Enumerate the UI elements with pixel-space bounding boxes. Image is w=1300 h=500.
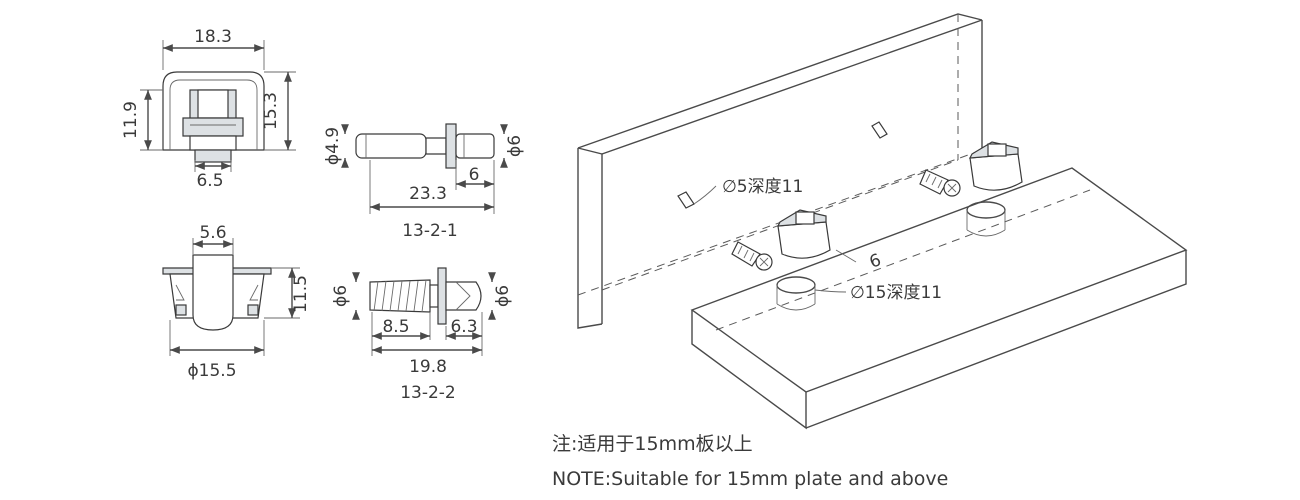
part-code-13-2-1: 13-2-1 bbox=[402, 221, 458, 241]
dim-cam-bottom: 6.5 bbox=[195, 162, 231, 191]
annot-large-hole: ∅15深度11 bbox=[814, 283, 942, 303]
annot-large-hole-label: ∅15深度11 bbox=[850, 283, 942, 303]
annot-small-hole: ∅5深度11 bbox=[693, 177, 803, 205]
dim-side-height: 11.5 bbox=[288, 268, 311, 318]
dim-bolt2-dia-left-label: ϕ6 bbox=[331, 285, 351, 307]
dim-cam-height-right: 15.3 bbox=[261, 72, 292, 150]
dim-cam-height-right-label: 15.3 bbox=[261, 92, 281, 130]
dim-side-top-label: 5.6 bbox=[199, 223, 226, 243]
annot-edge-offset-label: 6 bbox=[867, 250, 884, 272]
dim-bolt2-head: 6.3 bbox=[446, 317, 482, 340]
dim-bolt1-dia-right: ϕ6 bbox=[500, 124, 525, 168]
dim-bolt1-length: 23.3 bbox=[370, 184, 494, 211]
dim-cam-bottom-label: 6.5 bbox=[196, 171, 223, 191]
dim-cam-height-left-label: 11.9 bbox=[121, 101, 141, 139]
bolt-13-2-1-view bbox=[355, 123, 495, 214]
small-hole-1 bbox=[677, 191, 695, 209]
note-cn: 注:适用于15mm板以上 bbox=[552, 433, 753, 455]
dim-bolt2-thread: 8.5 bbox=[372, 317, 430, 340]
assembly-bolt-1 bbox=[731, 241, 773, 271]
large-hole-2 bbox=[966, 201, 1006, 237]
dim-side-top: 5.6 bbox=[193, 223, 233, 248]
assembly-bolt-2 bbox=[919, 169, 961, 197]
large-hole-1 bbox=[776, 276, 816, 311]
dim-bolt1-short: 6 bbox=[456, 165, 494, 188]
dim-bolt1-dia-left-label: ϕ4.9 bbox=[323, 127, 343, 165]
dim-bolt1-dia-left: ϕ4.9 bbox=[323, 124, 349, 168]
annot-small-hole-label: ∅5深度11 bbox=[722, 177, 803, 197]
dim-bolt2-length: 19.8 bbox=[372, 346, 482, 377]
dim-bolt1-short-label: 6 bbox=[469, 165, 480, 185]
dim-cam-height-left: 11.9 bbox=[121, 90, 152, 150]
note-en: NOTE:Suitable for 15mm plate and above bbox=[552, 468, 948, 490]
dim-side-diameter: ϕ15.5 bbox=[170, 346, 264, 381]
dim-cam-width-label: 18.3 bbox=[194, 27, 232, 47]
dim-bolt1-length-label: 23.3 bbox=[409, 184, 447, 204]
bolt-13-2-2-view bbox=[369, 267, 483, 356]
dim-bolt2-dia-left: ϕ6 bbox=[331, 272, 360, 320]
dim-bolt2-dia-right: ϕ6 bbox=[488, 272, 513, 320]
dim-side-height-label: 11.5 bbox=[291, 275, 311, 313]
cam-housing-side-view bbox=[162, 238, 300, 356]
dim-bolt2-dia-right-label: ϕ6 bbox=[493, 285, 513, 307]
dim-bolt1-dia-right-label: ϕ6 bbox=[505, 135, 525, 157]
small-hole-2 bbox=[871, 121, 888, 139]
lower-board bbox=[690, 167, 1188, 430]
assembly-cam-2 bbox=[968, 141, 1023, 191]
dim-side-diameter-label: ϕ15.5 bbox=[187, 361, 236, 381]
dim-cam-width: 18.3 bbox=[163, 27, 264, 52]
dim-bolt2-length-label: 19.8 bbox=[409, 357, 447, 377]
dim-bolt2-thread-label: 8.5 bbox=[382, 317, 409, 337]
dim-bolt2-head-label: 6.3 bbox=[450, 317, 477, 337]
assembly-cam-1 bbox=[776, 209, 831, 259]
part-code-13-2-2: 13-2-2 bbox=[400, 383, 456, 403]
